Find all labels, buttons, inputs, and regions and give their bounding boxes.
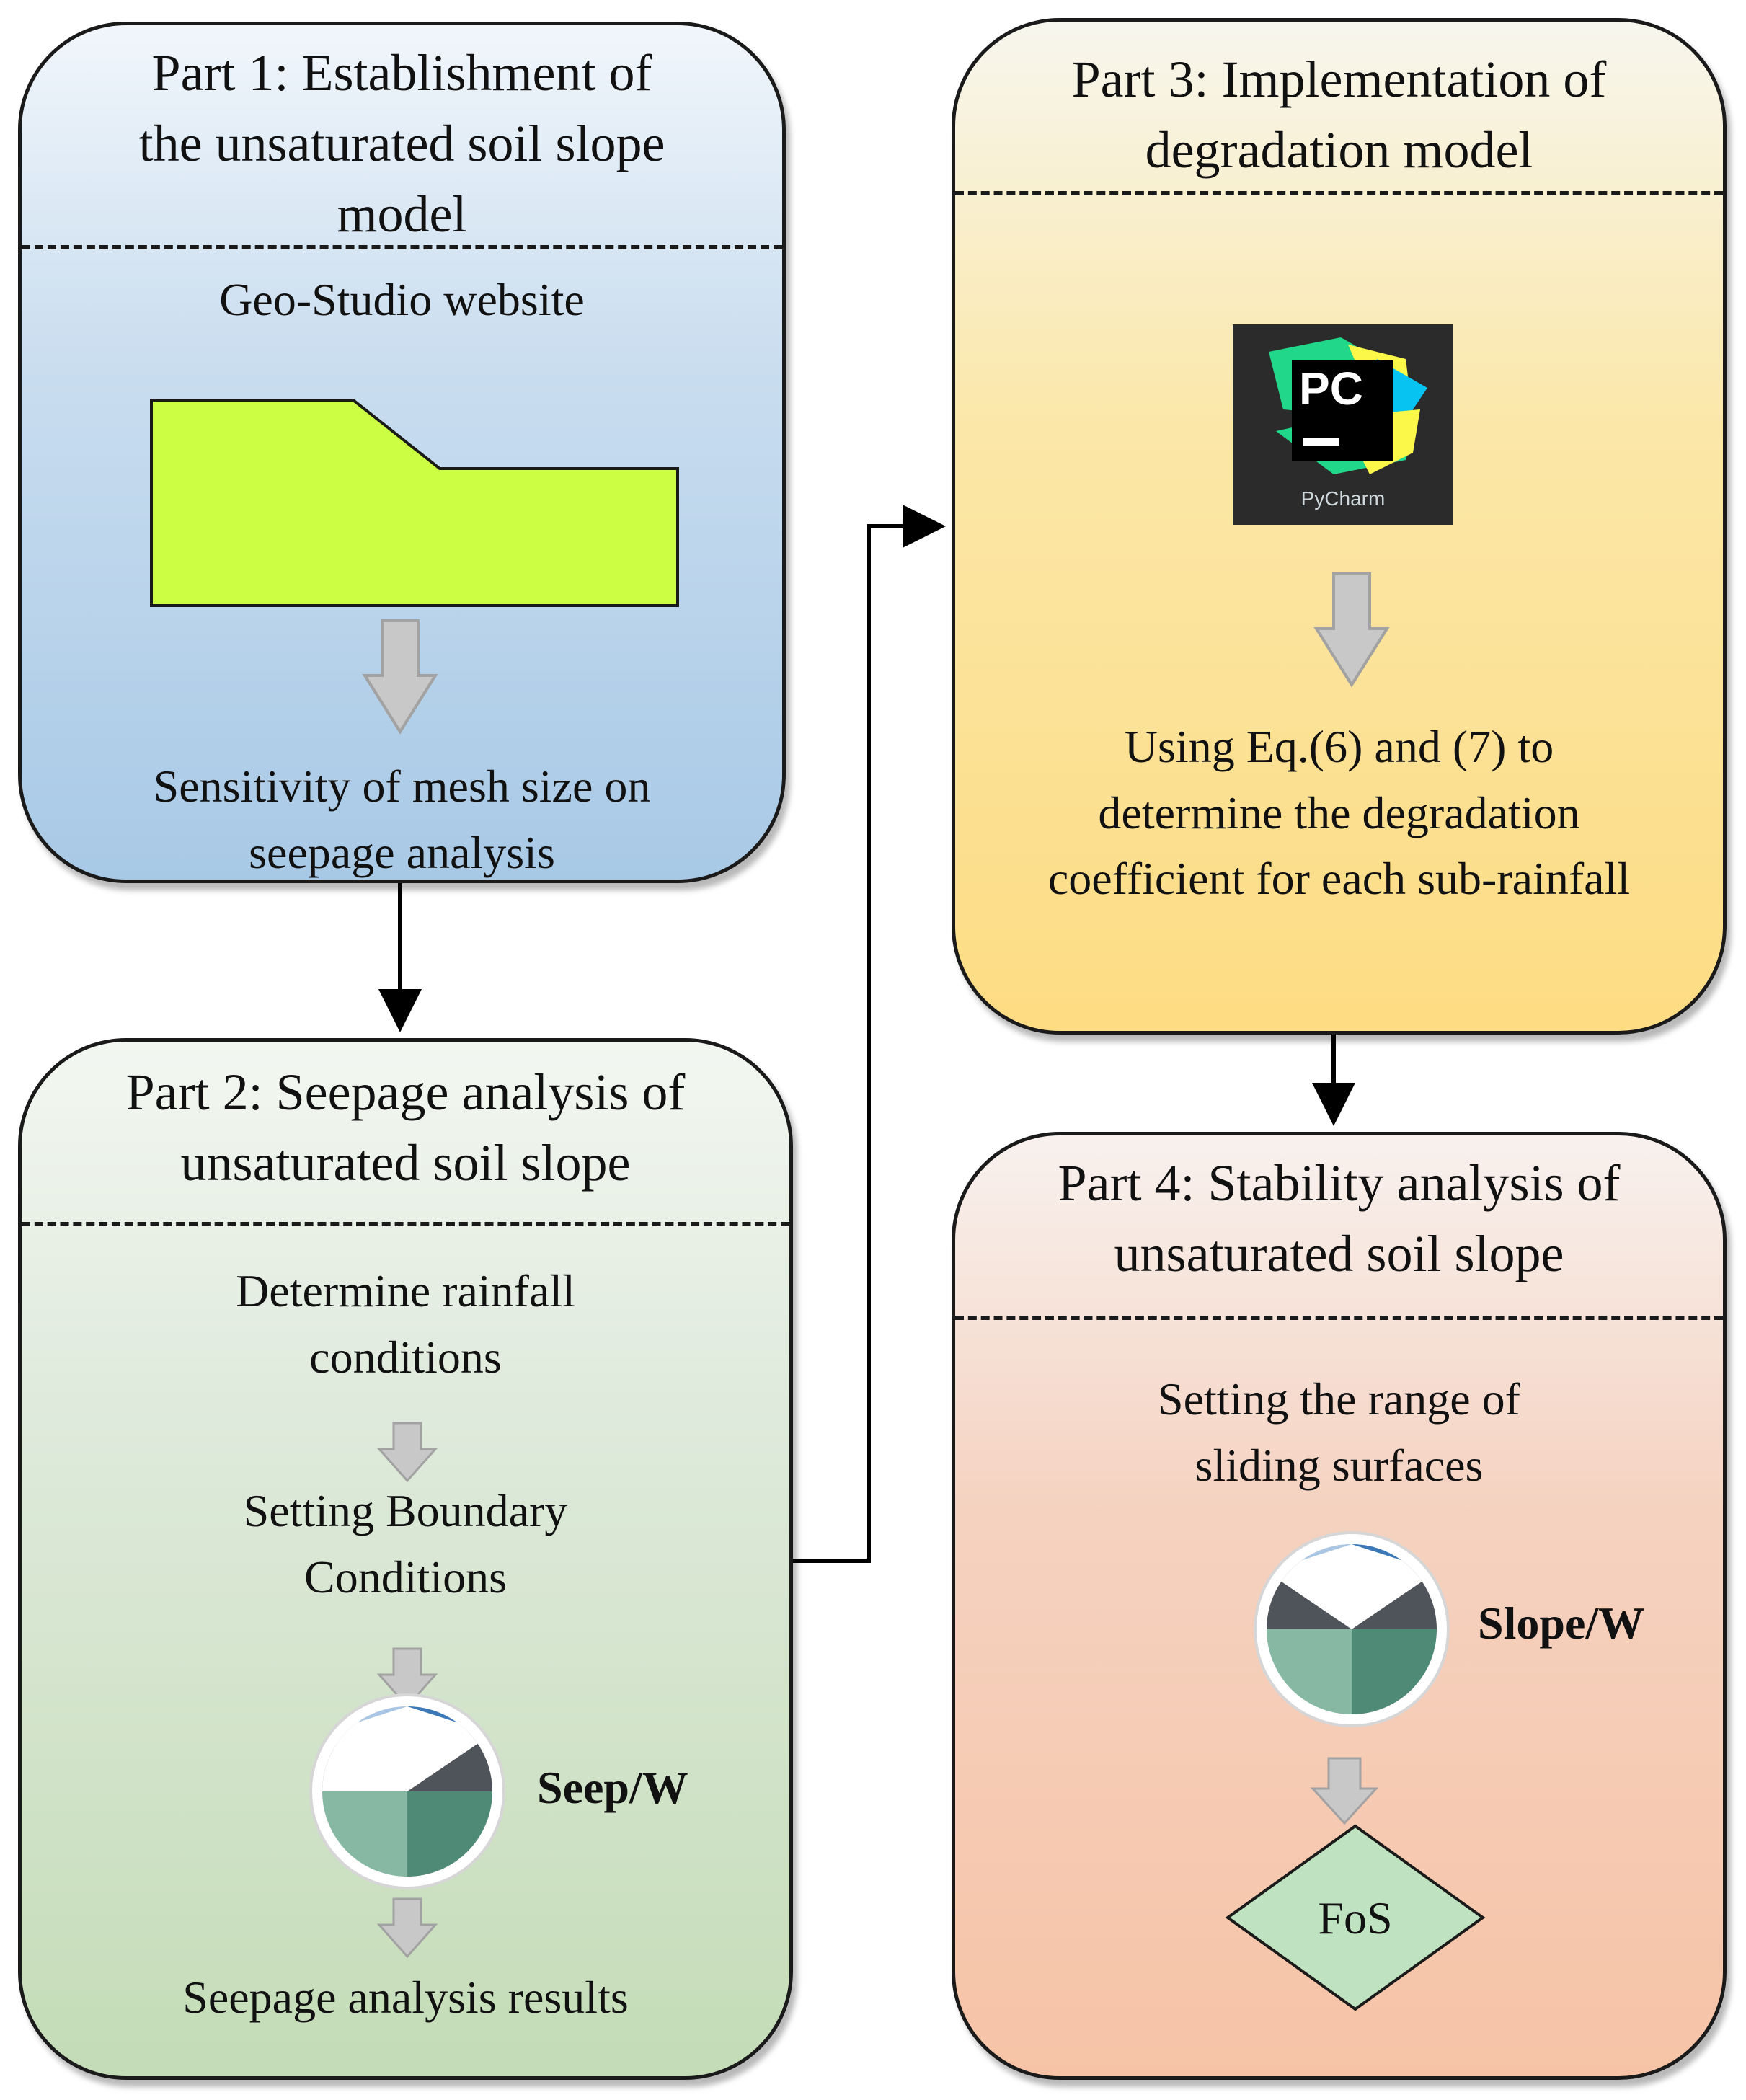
part1-result-line: Sensitivity of mesh size on — [153, 761, 651, 812]
degradation-step-line: Using Eq.(6) and (7) to — [1124, 721, 1554, 772]
pycharm-initials: PC — [1299, 363, 1363, 415]
part3-title-line: Part 3: Implementation of — [1071, 50, 1607, 108]
part1-result-line: seepage analysis — [249, 826, 555, 878]
part4-panel: Part 4: Stability analysis of unsaturate… — [952, 1132, 1727, 2080]
slope-model-shape — [150, 399, 679, 607]
geostudio-label: Geo-Studio website — [219, 274, 585, 325]
boundary-step-line: Setting Boundary — [243, 1485, 568, 1536]
down-arrow-icon — [376, 1422, 438, 1483]
part1-separator — [22, 245, 782, 249]
part1-result: Sensitivity of mesh size on seepage anal… — [22, 753, 782, 880]
down-arrow-icon — [376, 1647, 438, 1709]
seepw-label: Seep/W — [537, 1762, 688, 1813]
part1-title: Part 1: Establishment of the unsaturated… — [22, 38, 782, 250]
seepw-logo-icon — [309, 1693, 505, 1889]
part4-separator — [955, 1316, 1723, 1320]
down-arrow-icon — [1310, 1757, 1379, 1825]
part2-title-line: unsaturated soil slope — [180, 1133, 631, 1192]
part1-panel: Part 1: Establishment of the unsaturated… — [18, 22, 786, 883]
slopew-label: Slope/W — [1478, 1598, 1645, 1649]
fos-decision-shape — [1225, 1824, 1486, 2011]
pycharm-emblem-icon — [1269, 337, 1427, 474]
boundary-step: Setting Boundary Conditions — [22, 1478, 789, 1610]
pycharm-name: PyCharm — [1300, 487, 1386, 510]
part4-title-line: Part 4: Stability analysis of — [1058, 1154, 1621, 1212]
part4-title: Part 4: Stability analysis of unsaturate… — [955, 1148, 1723, 1290]
boundary-step-line: Conditions — [304, 1551, 507, 1603]
part3-title-line: degradation model — [1145, 120, 1533, 179]
pycharm-logo-icon: PC PyCharm — [1233, 324, 1453, 525]
part1-title-line: model — [337, 185, 467, 243]
rainfall-step-line: conditions — [309, 1331, 502, 1383]
degradation-step-line: coefficient for each sub-rainfall — [1047, 853, 1631, 905]
part3-panel: Part 3: Implementation of degradation mo… — [952, 18, 1727, 1035]
part1-title-line: Part 1: Establishment of — [151, 44, 652, 102]
arrow-part2-to-part3 — [793, 505, 946, 1563]
part2-title-line: Part 2: Seepage analysis of — [125, 1063, 686, 1121]
part2-panel: Part 2: Seepage analysis of unsaturated … — [18, 1038, 793, 2080]
fos-label: FoS — [1318, 1892, 1393, 1944]
degradation-step-line: determine the degradation — [1098, 787, 1580, 838]
down-arrow-icon — [1313, 572, 1390, 688]
part3-separator — [955, 191, 1723, 195]
slopew-logo-icon — [1254, 1531, 1450, 1727]
seepage-results-label: Seepage analysis results — [182, 1972, 629, 2023]
degradation-step: Using Eq.(6) and (7) to determine the de… — [955, 714, 1723, 912]
part1-title-line: the unsaturated soil slope — [138, 114, 665, 172]
part2-title: Part 2: Seepage analysis of unsaturated … — [22, 1058, 789, 1199]
sliding-step: Setting the range of sliding surfaces — [955, 1366, 1723, 1498]
sliding-step-line: sliding surfaces — [1195, 1439, 1484, 1491]
down-arrow-icon — [376, 1897, 438, 1959]
part3-title: Part 3: Implementation of degradation mo… — [955, 45, 1723, 186]
rainfall-step-line: Determine rainfall — [236, 1265, 575, 1316]
sliding-step-line: Setting the range of — [1158, 1373, 1520, 1425]
part2-separator — [22, 1222, 789, 1226]
down-arrow-icon — [362, 619, 438, 735]
rainfall-step: Determine rainfall conditions — [22, 1258, 789, 1390]
part4-title-line: unsaturated soil slope — [1114, 1224, 1564, 1282]
